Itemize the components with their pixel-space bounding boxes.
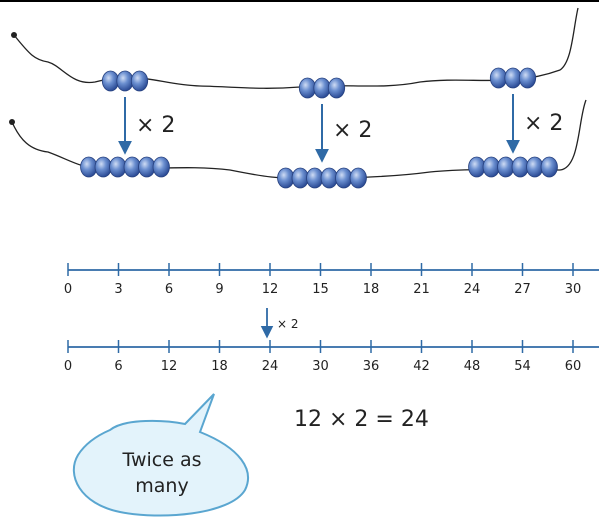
bead: [526, 156, 544, 178]
bead: [109, 156, 127, 178]
speech-bubble: Twice as many: [72, 393, 249, 517]
bead: [138, 156, 156, 178]
bead: [313, 77, 331, 99]
bead: [291, 167, 309, 189]
tick-label: 6: [114, 359, 122, 374]
bead: [504, 67, 522, 89]
bead: [497, 156, 515, 178]
bead: [482, 156, 500, 178]
bead: [152, 156, 170, 178]
bead-groups: [80, 67, 558, 189]
tick-label: 15: [312, 282, 329, 297]
tick-label: 48: [464, 359, 481, 374]
equation: 12 × 2 = 24: [294, 407, 429, 432]
tick-label: 3: [114, 282, 122, 297]
bead: [306, 167, 324, 189]
tick-label: 6: [165, 282, 173, 297]
string-end-knot: [11, 32, 17, 38]
bead: [123, 156, 141, 178]
times-two-label: × 2: [524, 111, 563, 136]
tick-label: 21: [413, 282, 430, 297]
tick-label: 42: [413, 359, 430, 374]
tick-label: 24: [464, 282, 481, 297]
string-end-knot: [9, 119, 15, 125]
bubble-line-1: Twice as: [122, 449, 202, 471]
tick-label: 18: [363, 282, 380, 297]
bubble-shape: [72, 393, 249, 517]
bead: [327, 77, 346, 99]
bead-arrow-2: × 2: [315, 104, 372, 163]
bead: [468, 156, 486, 178]
times-two-label: × 2: [136, 113, 175, 138]
bead: [540, 156, 558, 178]
bead: [277, 167, 295, 189]
bead: [335, 167, 353, 189]
times-two-label: × 2: [277, 317, 299, 331]
bead-arrow-3: × 2: [506, 94, 563, 154]
number-line-multiplier: × 2: [260, 308, 299, 339]
bead: [130, 70, 149, 92]
tick-label: 12: [262, 282, 279, 297]
tick-label: 27: [514, 282, 531, 297]
tick-label: 24: [262, 359, 279, 374]
tick-label: 54: [514, 359, 531, 374]
bead: [349, 167, 367, 189]
tick-label: 30: [312, 359, 329, 374]
tick-label: 36: [363, 359, 380, 374]
tick-label: 18: [211, 359, 228, 374]
number-line-top: 0 3 6 9 12 15 18 21 24 27 30: [64, 263, 599, 297]
tick-label: 60: [565, 359, 582, 374]
tick-label: 12: [161, 359, 178, 374]
number-line-bottom: 0 6 12 18 24 30 36 42 48 54 60: [64, 340, 599, 374]
bead: [94, 156, 112, 178]
tick-label: 30: [565, 282, 582, 297]
tick-label: 0: [64, 282, 72, 297]
bead: [511, 156, 529, 178]
bead: [101, 70, 120, 92]
bead: [518, 67, 537, 89]
bead: [320, 167, 338, 189]
tick-label: 0: [64, 359, 72, 374]
bead: [298, 77, 317, 99]
bead: [80, 156, 98, 178]
bubble-line-2: many: [135, 475, 188, 497]
times-two-label: × 2: [333, 118, 372, 143]
tick-label: 9: [215, 282, 223, 297]
bead: [116, 70, 134, 92]
bead-arrow-1: × 2: [118, 97, 175, 155]
bead: [489, 67, 508, 89]
